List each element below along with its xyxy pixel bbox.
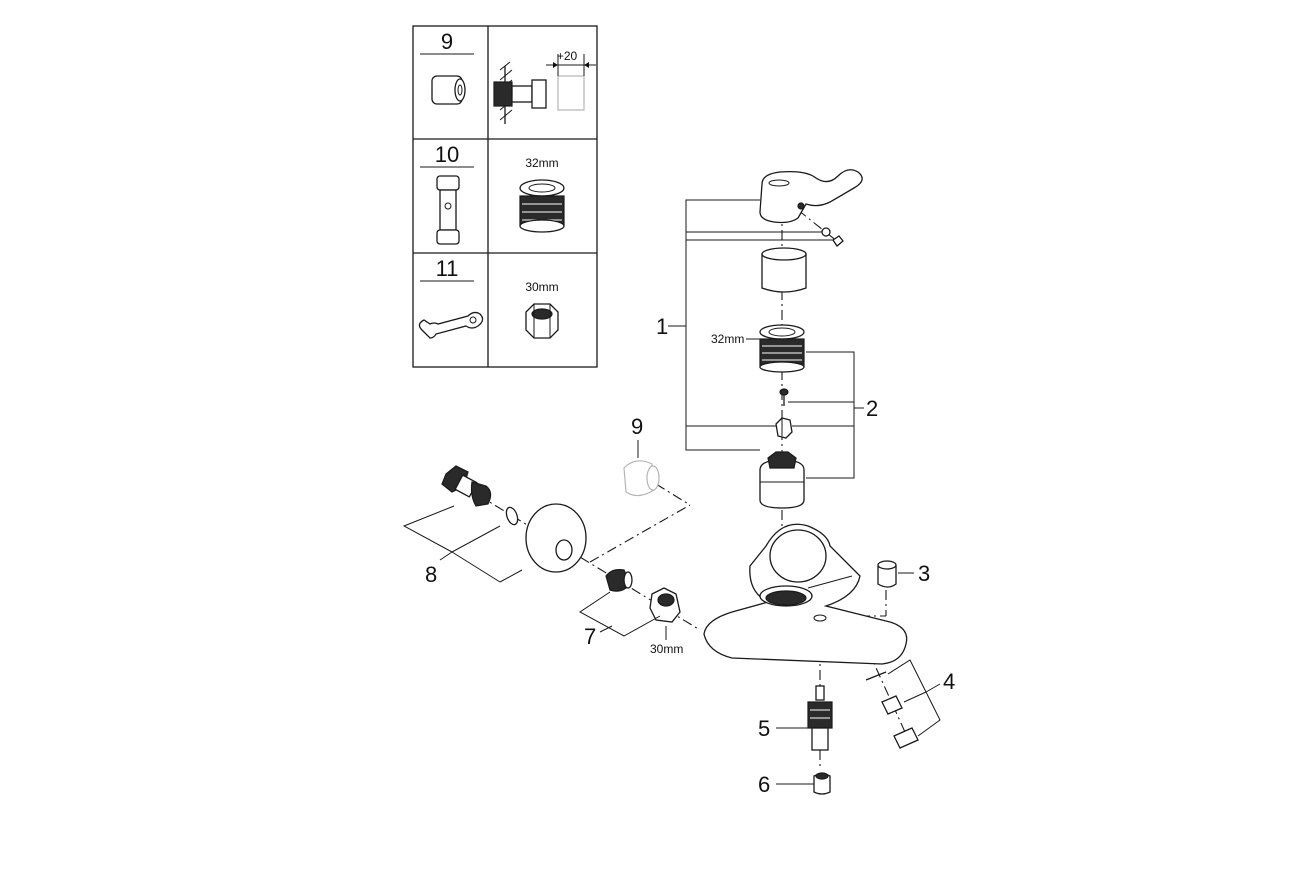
mixer-body <box>703 523 908 665</box>
small-screw <box>779 388 789 406</box>
callout-6: 6 <box>758 772 770 797</box>
legend-dimension-32mm: 32mm <box>525 156 558 170</box>
adapter-icon <box>431 75 466 105</box>
callout-7: 7 <box>584 624 596 649</box>
dimension-cartridge-nut: 32mm <box>711 332 744 346</box>
leader-lines <box>402 199 941 785</box>
callout-8: 8 <box>425 562 437 587</box>
legend-dimension-30mm: 30mm <box>525 280 558 294</box>
connector-piece <box>605 569 633 592</box>
cartridge-nut-icon <box>519 179 565 233</box>
union-nut-icon <box>525 303 559 339</box>
handle-cap <box>761 247 807 293</box>
spanner-wrench-icon <box>418 311 484 339</box>
cartridge-nut <box>759 324 805 373</box>
escutcheon-rosette <box>525 503 587 573</box>
legend-number-11: 11 <box>436 256 459 281</box>
legend-number-9: 9 <box>441 29 453 54</box>
union-nut <box>649 587 681 623</box>
callout-4: 4 <box>943 669 955 694</box>
handle-screw <box>821 227 844 247</box>
legend-table: 9 +20 10 <box>412 25 598 368</box>
legend-dimension-plus20: +20 <box>557 49 578 63</box>
diverter-nut <box>813 772 831 795</box>
dimension-union-nut: 30mm <box>650 642 683 656</box>
lever-handle <box>759 169 863 224</box>
callout-3: 3 <box>918 561 930 586</box>
callout-2: 2 <box>866 396 878 421</box>
temperature-stop <box>775 417 793 439</box>
washer <box>505 506 519 526</box>
wall-adapter-extension <box>623 460 660 497</box>
legend-number-10: 10 <box>435 142 459 167</box>
aerator-set <box>865 671 919 749</box>
callout-numbers: 1 2 3 4 5 6 7 8 9 <box>425 314 955 797</box>
callout-1: 1 <box>656 314 668 339</box>
diverter-spindle <box>807 685 833 751</box>
ceramic-cartridge <box>759 451 805 509</box>
socket-wrench-icon <box>436 175 460 245</box>
callout-5: 5 <box>758 716 770 741</box>
wall-adapter-install-icon: +20 <box>493 49 596 124</box>
assembly-centerlines <box>477 209 906 770</box>
callout-9: 9 <box>631 414 643 439</box>
s-union <box>441 465 492 507</box>
diverter-knob <box>877 560 897 588</box>
